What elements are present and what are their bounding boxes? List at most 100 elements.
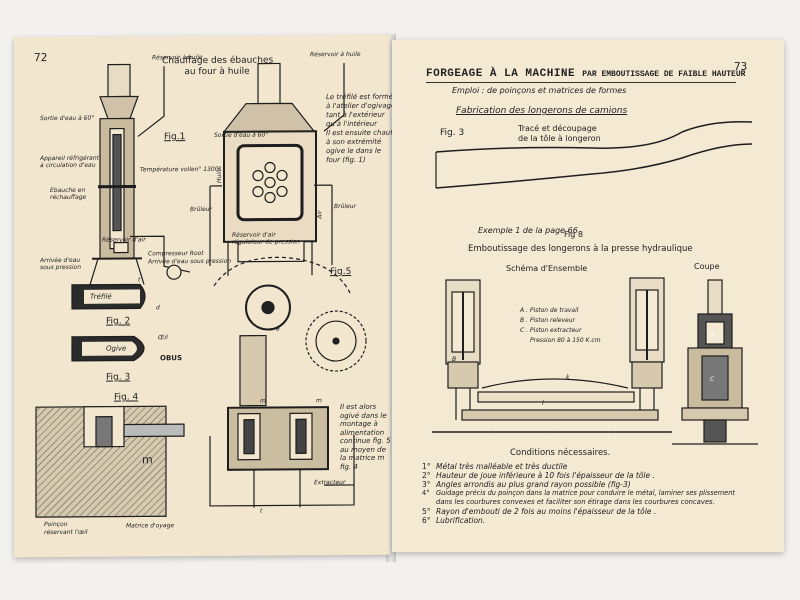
note-ogive-line: au moyen de: [340, 445, 386, 454]
note-trefile-line: four (fig. 1): [326, 155, 366, 165]
label-t-2: t: [260, 507, 263, 515]
longeron-outline-bottom: [435, 143, 753, 189]
left-header: Chauffage des ébauches au four à huile: [162, 55, 274, 79]
note-trefile-line: Il est ensuite chauffé: [326, 128, 400, 138]
fig8-title: Emboutissage des longerons à la presse h…: [468, 244, 693, 254]
fig1-label: Fig.1: [164, 132, 186, 143]
fig3-label: Fig. 3: [106, 372, 131, 383]
label-t: t: [138, 276, 141, 284]
condition-text: dans les courbures convexes et faciliter…: [436, 498, 715, 506]
left-header-line1: Chauffage des ébauches: [162, 55, 274, 67]
label-bruleur-2: Brûleur: [334, 202, 357, 211]
label-m: m: [142, 453, 153, 467]
legend-pressure: Pression 80 à 150 K.cm: [530, 337, 601, 344]
title-small: PAR EMBOUTISSAGE DE FAIBLE HAUTEUR: [582, 70, 746, 79]
label-arrivee-eau-pression: Arrivée d'eau sous pression: [148, 257, 232, 266]
fig1-furnace-tower: [89, 63, 145, 285]
label-c: C: [710, 376, 715, 383]
fig4-matrix: [35, 405, 185, 518]
label-appareil-refrigerant-2: à circulation d'eau: [40, 161, 96, 170]
fig8-press-assembly: [432, 277, 672, 433]
compressor-icon: [166, 264, 182, 280]
fig3-label-right: Fig. 3: [440, 128, 465, 138]
note-ogive-line: montage à: [340, 419, 378, 429]
condition-number: 6°: [422, 516, 431, 525]
label-a: A: [710, 332, 715, 339]
label-d: d: [156, 304, 160, 312]
condition-item: 5° Rayon d'embouti de 2 fois au moins l'é…: [422, 507, 656, 516]
fig1-pipe: [137, 66, 165, 137]
fig2-trefile-shape: [71, 283, 146, 310]
label-extracteur: Extracteur: [314, 478, 346, 487]
condition-item: 3°Angles arrondis au plus grand rayon po…: [422, 480, 631, 489]
exemple-note: Exemple 1 de la page 66: [478, 226, 578, 235]
condition-number: 2°: [422, 471, 431, 480]
label-temperature: Température vollen° 1300°: [140, 165, 222, 174]
page-number: 73: [734, 60, 748, 73]
note-ogive-line: continue fig. 5: [340, 436, 391, 446]
condition-number: 1°: [422, 462, 431, 471]
fig3-caption-2: de la tôle à longeron: [518, 134, 601, 143]
condition-text: Hauteur de joue inférieure à 10 fois l'é…: [436, 471, 655, 480]
fig3-obus-shape: [71, 335, 145, 362]
condition-text: Guidage précis du poinçon dans la matric…: [436, 489, 735, 497]
fig4-label: Fig. 4: [114, 392, 139, 403]
label-huile: Huile: [216, 167, 224, 184]
label-m-3: m: [316, 397, 322, 405]
left-page: 72: [14, 34, 400, 558]
right-page: 73 FORGEAGE À LA MACHINE PAR EMBOUTISSAG…: [392, 40, 784, 552]
label-matrice-doyage: Matrice d'oyage: [126, 522, 175, 530]
coupe-label: Coupe: [694, 262, 720, 271]
label-trefile: Tréfilé: [90, 292, 112, 301]
fig5-press: [209, 256, 367, 508]
condition-number: 5°: [422, 507, 431, 516]
label-air: Air: [316, 210, 324, 219]
label-sortie-eau: Sortie d'eau à 60°: [40, 114, 95, 123]
label-arrivee-eau-2: sous pression: [40, 263, 81, 272]
fig2-label: Fig. 2: [106, 316, 131, 327]
title-rule: [426, 82, 736, 83]
label-m-2: m: [260, 397, 266, 405]
label-ebauche-2: réchauffage: [50, 193, 87, 202]
fig3-caption-1: Tracé et découpage: [518, 124, 597, 133]
condition-item: 2° Hauteur de joue inférieure à 10 fois l…: [422, 471, 655, 480]
label-poincon: Poinçon: [44, 520, 68, 529]
condition-item: 4° Guidage précis du poinçon dans la matr…: [422, 489, 735, 498]
legend-item-c: C . Piston extracteur: [520, 327, 582, 334]
subtitle: Emploi : de poinçons et matrices de form…: [452, 86, 627, 95]
label-ogive: Ogive: [106, 344, 127, 353]
note-ogive: Il est alors ogivé dans le montage à ali…: [340, 403, 391, 471]
label-b: B: [452, 356, 457, 363]
condition-number: 4°: [422, 489, 430, 497]
label-poincon-2: réservant l'œil: [44, 528, 88, 537]
schema-label: Schéma d'Ensemble: [506, 264, 588, 273]
label-oeil: Œil: [158, 334, 168, 342]
title-main: FORGEAGE À LA MACHINE: [426, 68, 576, 80]
condition-text: Métal très malléable et très ductile: [436, 462, 568, 471]
legend-item-a: A . Piston de travail: [520, 307, 579, 314]
legend-item-b: B . Piston releveur: [520, 317, 576, 324]
left-page-drawings: [35, 62, 367, 518]
condition-item: 6° Lubrification.: [422, 516, 485, 525]
longeron-outline-top: [435, 120, 753, 153]
note-trefile: Le tréfilé est formé à l'atelier d'ogiva…: [326, 93, 400, 166]
conditions-title: Conditions nécessaires.: [510, 448, 611, 458]
label-a: a: [276, 325, 280, 333]
condition-text: Lubrification.: [436, 516, 486, 525]
note-trefile-line: à l'atelier d'ogivage: [326, 101, 396, 111]
fig8-legend: A . Piston de travail B . Piston releveu…: [520, 306, 601, 346]
label-reservoir-air: Réservoir d'air: [102, 236, 146, 244]
label-reservoir-huile-2: Réservoir à huile: [310, 50, 361, 59]
note-ogive-line: ogivé dans le: [340, 411, 387, 420]
note-ogive-line: la matrice m: [340, 453, 385, 463]
section-title: Fabrication des longerons de camions: [456, 106, 628, 116]
fig5-label: Fig.5: [330, 266, 352, 278]
note-ogive-line: fig. 4: [340, 462, 358, 471]
note-ogive-line: alimentation: [340, 428, 385, 437]
book-gutter: [386, 34, 396, 562]
fig1-oil-furnace: [209, 62, 345, 276]
label-regulateur-2: régulateur de pression: [232, 238, 301, 246]
condition-text: Rayon d'embouti de 2 fois au moins l'épa…: [436, 507, 657, 516]
note-ogive-line: Il est alors: [340, 402, 377, 412]
label-compresseur: Compresseur Root: [148, 249, 204, 258]
